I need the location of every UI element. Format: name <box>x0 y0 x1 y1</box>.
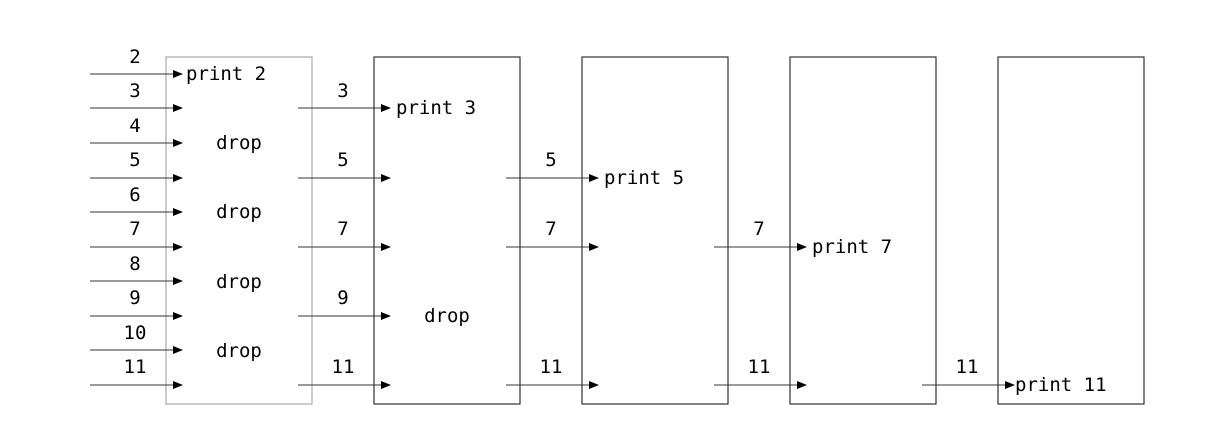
stage-action-label: drop <box>216 201 262 223</box>
input-number-label: 4 <box>129 115 140 137</box>
stage-box-3 <box>581 56 729 405</box>
input-number-label: 2 <box>129 46 140 68</box>
input-number-label: 7 <box>337 218 348 240</box>
input-number-label: 3 <box>129 80 140 102</box>
stage-box-1 <box>165 56 313 405</box>
stage-action-label: print 2 <box>186 63 266 85</box>
stage-action-label: print 7 <box>812 236 892 258</box>
input-number-label: 11 <box>956 356 979 378</box>
input-number-label: 9 <box>129 287 140 309</box>
input-number-label: 3 <box>337 80 348 102</box>
input-number-label: 10 <box>124 322 147 344</box>
stage-action-label: print 11 <box>1015 374 1107 396</box>
input-number-label: 5 <box>129 149 140 171</box>
stage-action-label: drop <box>424 305 470 327</box>
stage-action-label: drop <box>216 271 262 293</box>
stage-action-label: print 5 <box>604 167 684 189</box>
input-number-label: 6 <box>129 184 140 206</box>
input-number-label: 9 <box>337 287 348 309</box>
stage-action-label: print 3 <box>396 97 476 119</box>
stage-action-label: drop <box>216 340 262 362</box>
input-number-label: 7 <box>753 218 764 240</box>
input-number-label: 11 <box>748 356 771 378</box>
input-number-label: 11 <box>124 356 147 378</box>
input-number-label: 11 <box>332 356 355 378</box>
input-number-label: 11 <box>540 356 563 378</box>
stage-box-5 <box>997 56 1145 405</box>
stage-box-2 <box>373 56 521 405</box>
input-number-label: 7 <box>545 218 556 240</box>
input-number-label: 7 <box>129 218 140 240</box>
stage-box-4 <box>789 56 937 405</box>
input-number-label: 8 <box>129 253 140 275</box>
input-number-label: 5 <box>545 149 556 171</box>
input-number-label: 5 <box>337 149 348 171</box>
stage-action-label: drop <box>216 132 262 154</box>
